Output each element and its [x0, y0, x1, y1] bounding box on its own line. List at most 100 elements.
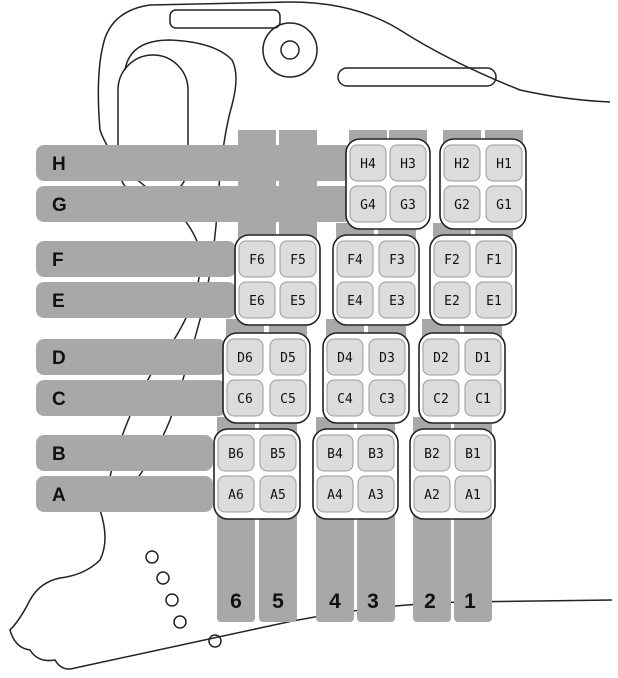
cell-label: A6 — [228, 488, 244, 503]
cell-box[interactable] — [368, 338, 406, 376]
hole-2 — [156, 571, 170, 585]
row-band — [36, 435, 213, 471]
cell-box[interactable] — [336, 281, 374, 319]
cell-box[interactable] — [349, 144, 387, 182]
row-letter-a: A — [52, 485, 66, 506]
cell-box[interactable] — [316, 475, 354, 513]
cell-label: F6 — [249, 253, 265, 268]
row-band — [36, 282, 236, 318]
cell-box[interactable] — [357, 475, 395, 513]
column-band-tail — [316, 493, 354, 622]
cell-label: B6 — [228, 447, 244, 462]
row-band — [36, 339, 226, 375]
column-number-1: 1 — [464, 590, 476, 613]
cell-label: H2 — [454, 157, 470, 172]
bottom-edge — [74, 599, 613, 669]
cell-box[interactable] — [368, 379, 406, 417]
cell-box[interactable] — [238, 240, 276, 278]
row-band — [36, 476, 213, 512]
column-band-tail — [357, 493, 395, 622]
hole-4 — [173, 615, 187, 629]
column-number-2: 2 — [424, 590, 436, 613]
cell-box[interactable] — [485, 185, 523, 223]
cell-label: D2 — [433, 351, 449, 366]
cell-label: C2 — [433, 392, 449, 407]
cell-box[interactable] — [326, 379, 364, 417]
column-number-3: 3 — [367, 590, 379, 613]
cell-label: D3 — [379, 351, 395, 366]
cell-box[interactable] — [389, 144, 427, 182]
column-band-tail — [454, 493, 492, 622]
cell-label: D4 — [337, 351, 353, 366]
column-number-5: 5 — [272, 590, 284, 613]
cell-label: A2 — [424, 488, 440, 503]
cell-box[interactable] — [259, 434, 297, 472]
cell-box[interactable] — [316, 434, 354, 472]
cell-box[interactable] — [443, 185, 481, 223]
column-number-4: 4 — [329, 590, 341, 613]
cell-label: E6 — [249, 294, 265, 309]
cell-label: E3 — [389, 294, 405, 309]
cell-box[interactable] — [259, 475, 297, 513]
cell-label: D1 — [475, 351, 491, 366]
cell-box[interactable] — [464, 338, 502, 376]
cell-label: G4 — [360, 198, 376, 213]
cell-box[interactable] — [389, 185, 427, 223]
headstock-outline — [9, 1, 611, 670]
row-letter-c: C — [52, 389, 66, 410]
cell-label: H3 — [400, 157, 416, 172]
cell-box[interactable] — [422, 379, 460, 417]
cell-box[interactable] — [413, 434, 451, 472]
cell-box[interactable] — [413, 475, 451, 513]
row-band — [36, 380, 226, 416]
cell-box[interactable] — [454, 475, 492, 513]
cell-label: A1 — [465, 488, 481, 503]
cell-label: F4 — [347, 253, 363, 268]
row-letter-f: F — [52, 250, 64, 271]
cell-box[interactable] — [433, 281, 471, 319]
cell-box[interactable] — [378, 240, 416, 278]
cell-label: A5 — [270, 488, 286, 503]
cell-label: C4 — [337, 392, 353, 407]
cell-box[interactable] — [279, 240, 317, 278]
cell-box[interactable] — [279, 281, 317, 319]
cell-box[interactable] — [326, 338, 364, 376]
cell-label: E1 — [486, 294, 502, 309]
cell-label: B2 — [424, 447, 440, 462]
cell-box[interactable] — [378, 281, 416, 319]
cell-label: A4 — [327, 488, 343, 503]
cell-box[interactable] — [336, 240, 374, 278]
cell-box[interactable] — [433, 240, 471, 278]
cell-box[interactable] — [217, 434, 255, 472]
cell-box[interactable] — [226, 379, 264, 417]
cell-box[interactable] — [454, 434, 492, 472]
cell-box[interactable] — [349, 185, 387, 223]
cell-box[interactable] — [269, 338, 307, 376]
cell-box[interactable] — [269, 379, 307, 417]
body-slot — [337, 67, 497, 87]
cell-box[interactable] — [475, 281, 513, 319]
cell-box[interactable] — [238, 281, 276, 319]
cell-box[interactable] — [464, 379, 502, 417]
cell-label: G2 — [454, 198, 470, 213]
tuner-ring-inner — [280, 40, 300, 60]
tuner-ring-outer — [262, 22, 318, 78]
cell-box[interactable] — [226, 338, 264, 376]
cell-label: E5 — [290, 294, 306, 309]
row-letter-e: E — [52, 291, 65, 312]
cell-box[interactable] — [475, 240, 513, 278]
cell-label: C1 — [475, 392, 491, 407]
cell-label: B1 — [465, 447, 481, 462]
cell-label: B5 — [270, 447, 286, 462]
cell-box[interactable] — [217, 475, 255, 513]
cell-box[interactable] — [443, 144, 481, 182]
cell-label: E4 — [347, 294, 363, 309]
row-letter-d: D — [52, 348, 66, 369]
cell-label: H1 — [496, 157, 512, 172]
cell-box[interactable] — [485, 144, 523, 182]
cell-label: C5 — [280, 392, 296, 407]
cell-box[interactable] — [357, 434, 395, 472]
cell-label: A3 — [368, 488, 384, 503]
cell-box[interactable] — [422, 338, 460, 376]
